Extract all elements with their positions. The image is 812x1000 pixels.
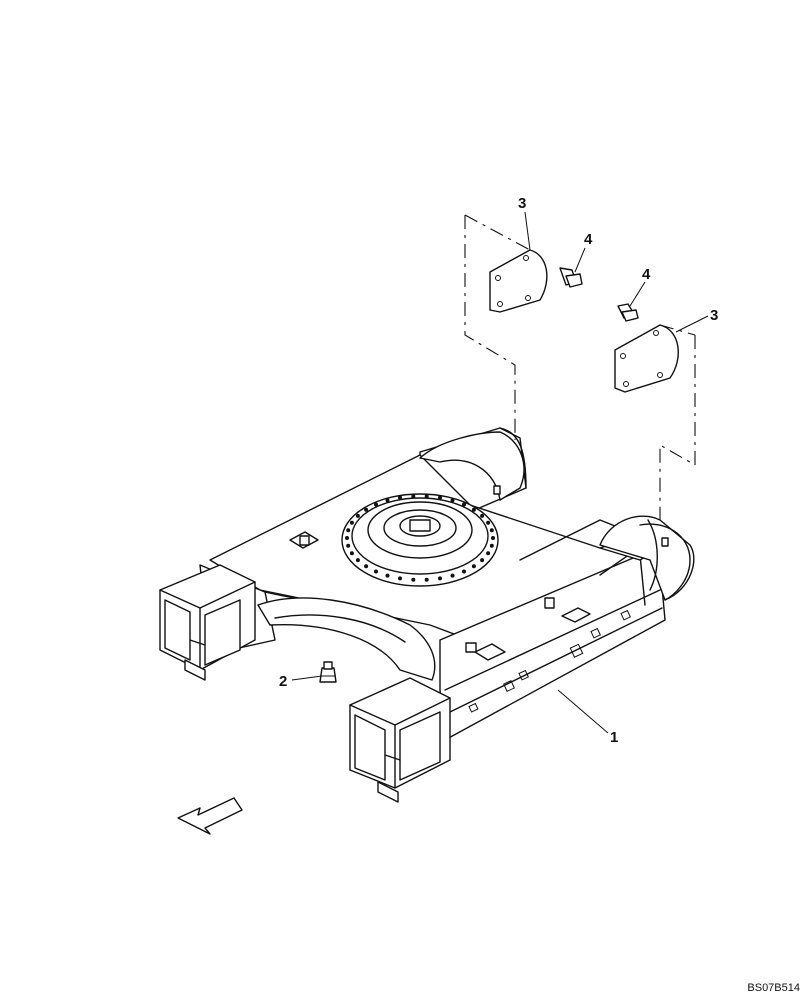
leader-lines bbox=[291, 211, 709, 734]
bearing-bolt bbox=[398, 495, 402, 500]
cover-plate-left bbox=[489, 249, 548, 313]
callout-3-left: 3 bbox=[518, 195, 526, 212]
bearing-bolt bbox=[450, 498, 455, 503]
bearing-bolt bbox=[486, 551, 491, 556]
bearing-bolt bbox=[471, 507, 476, 512]
bearing-bolt-ring bbox=[345, 494, 495, 582]
callout-1: 1 bbox=[610, 729, 618, 746]
bearing-bolt bbox=[355, 513, 360, 518]
grease-fitting bbox=[319, 661, 337, 683]
bearing-bolt bbox=[424, 577, 429, 582]
bearing-bolt bbox=[346, 543, 351, 548]
callout-4-left: 4 bbox=[584, 231, 593, 248]
direction-arrow-icon bbox=[177, 797, 243, 835]
cover-plate-right bbox=[614, 324, 679, 393]
callout-3-right: 3 bbox=[710, 307, 718, 324]
bearing-bolt bbox=[486, 520, 491, 525]
bearing-bolt bbox=[346, 528, 351, 533]
bearing-bolt bbox=[398, 576, 402, 581]
bearing-bolt bbox=[364, 507, 369, 512]
bearing-bolt bbox=[471, 564, 476, 569]
bearing-bolt bbox=[489, 528, 494, 533]
track-frame bbox=[159, 427, 695, 803]
bearing-bolt bbox=[491, 536, 495, 540]
bearing-bolt bbox=[438, 576, 442, 581]
bearing-bolt bbox=[438, 495, 442, 500]
bearing-bolt bbox=[462, 569, 466, 574]
bearing-bolt bbox=[349, 551, 354, 556]
bearing-bolt bbox=[385, 573, 390, 578]
callout-2: 2 bbox=[279, 673, 287, 690]
bearing-bolt bbox=[374, 502, 378, 507]
drawing-code: BS07B514 bbox=[747, 982, 800, 994]
bearing-bolt bbox=[480, 513, 485, 518]
bearing-bolt bbox=[462, 502, 466, 507]
bearing-bolt bbox=[364, 564, 369, 569]
bearing-bolt bbox=[424, 494, 429, 499]
bearing-bolt bbox=[355, 558, 360, 563]
bearing-bolt bbox=[489, 543, 494, 548]
bearing-bolt bbox=[345, 536, 349, 540]
bearing-bolt bbox=[385, 498, 390, 503]
bearing-bolt bbox=[480, 558, 485, 563]
callout-4-right: 4 bbox=[642, 266, 651, 283]
bearing-bolt bbox=[374, 569, 378, 574]
bearing-bolt bbox=[450, 573, 455, 578]
bolt-right bbox=[617, 303, 639, 322]
bearing-bolt bbox=[411, 577, 416, 582]
bolt-left bbox=[559, 267, 583, 288]
bearing-bolt bbox=[349, 520, 354, 525]
bearing-bolt bbox=[411, 494, 416, 499]
assembly-lines bbox=[464, 214, 696, 520]
